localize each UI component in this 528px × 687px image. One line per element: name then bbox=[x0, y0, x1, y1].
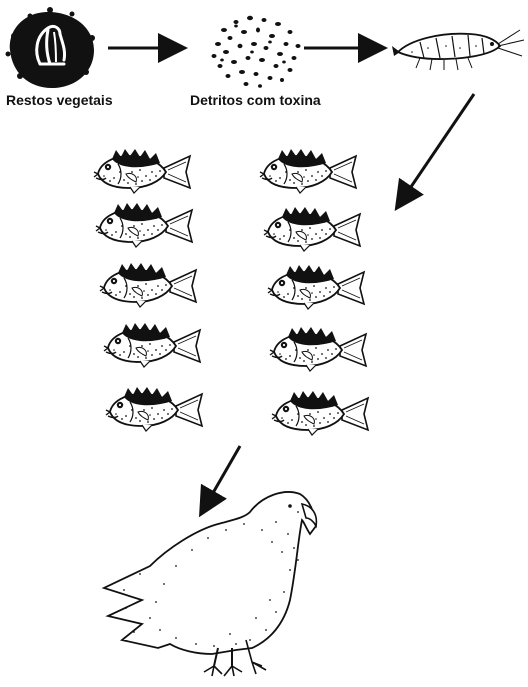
fish-icon bbox=[94, 149, 190, 193]
fish-icon bbox=[106, 387, 202, 431]
fish-icon bbox=[268, 265, 364, 309]
fish-icon bbox=[100, 263, 196, 307]
fish-icon bbox=[272, 391, 368, 435]
arrow-crustacean-to-fish bbox=[398, 94, 474, 206]
fish-icon bbox=[260, 149, 356, 193]
arrow-fish-to-bird bbox=[202, 446, 240, 512]
fish-school bbox=[94, 149, 368, 435]
eagle-icon bbox=[104, 492, 316, 676]
toxic-detritus-label: Detritos com toxina bbox=[190, 92, 321, 108]
shrimp-icon bbox=[392, 30, 524, 70]
fish-icon bbox=[264, 207, 360, 251]
fish-icon bbox=[96, 203, 192, 247]
plant-remains-label: Restos vegetais bbox=[6, 92, 113, 108]
fish-icon bbox=[270, 327, 366, 371]
detritus-particles-icon bbox=[212, 16, 301, 88]
fish-icon bbox=[104, 323, 200, 367]
plant-remains-icon bbox=[6, 7, 96, 88]
